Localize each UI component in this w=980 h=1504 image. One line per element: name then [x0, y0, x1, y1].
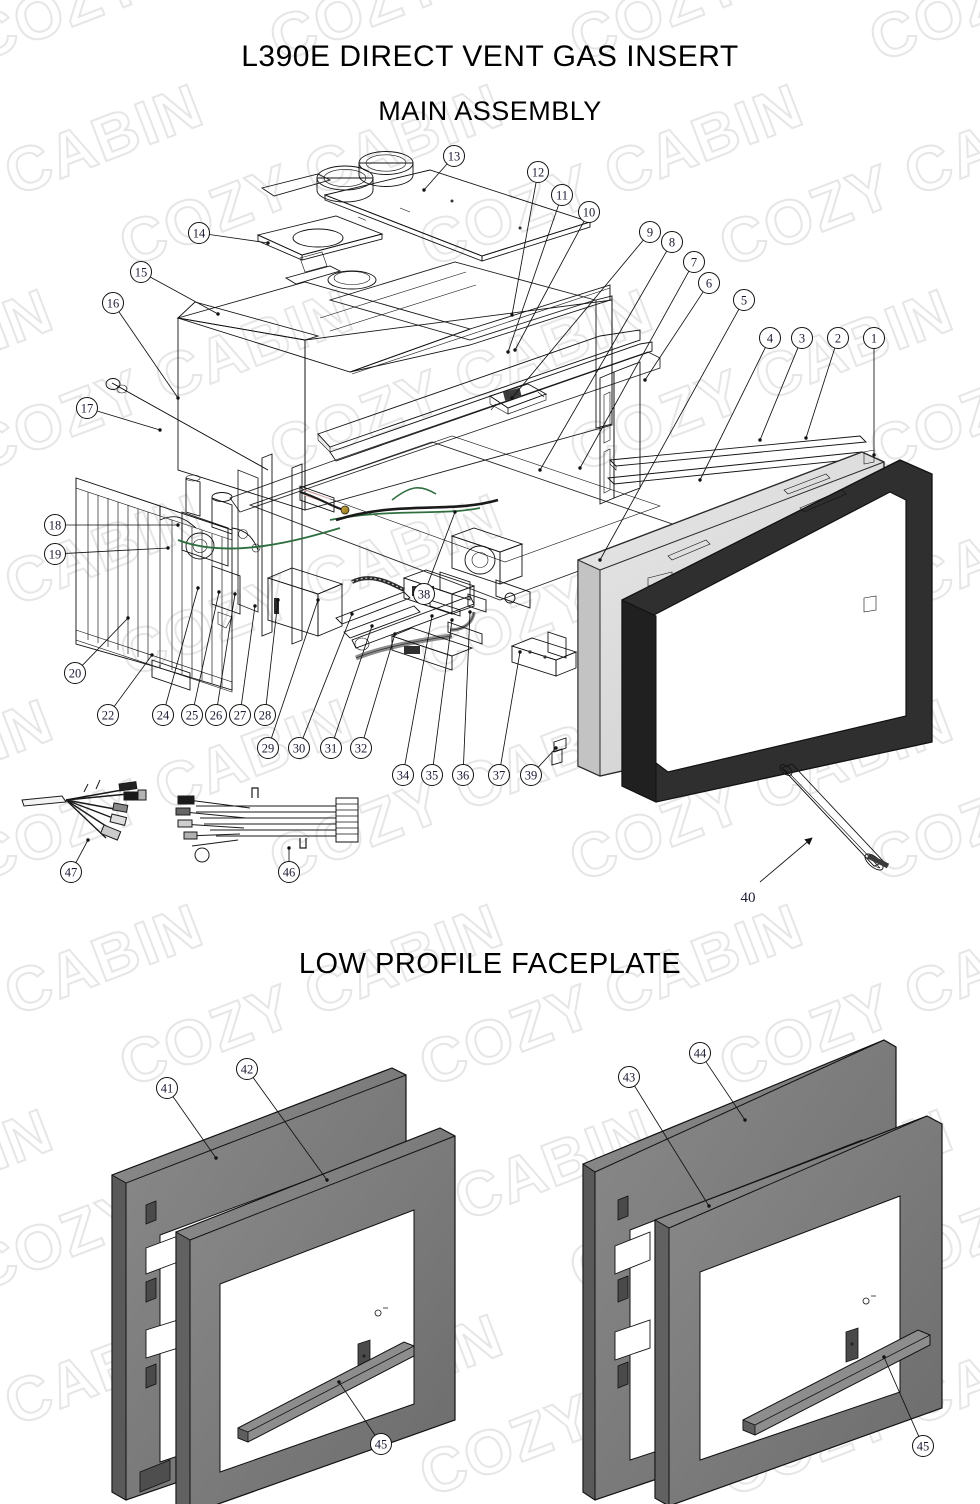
main-assembly-panel: [20, 128, 960, 928]
faceplate-panel: [20, 1008, 960, 1486]
page-subtitle: MAIN ASSEMBLY: [378, 96, 602, 126]
section-title-faceplate: LOW PROFILE FACEPLATE: [298, 948, 682, 980]
page-title: L390E DIRECT VENT GAS INSERT: [241, 40, 739, 73]
